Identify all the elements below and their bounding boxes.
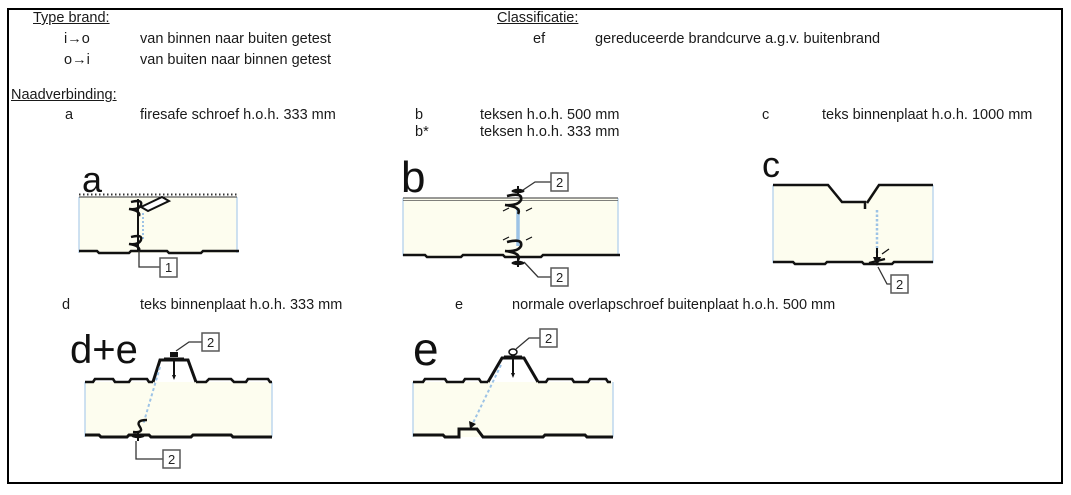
callout-label: 1	[165, 260, 172, 275]
naad-desc-bstar: teksen h.o.h. 333 mm	[480, 124, 620, 140]
tek-screw-bottom-icon	[131, 418, 148, 441]
tek-screw-top-icon	[502, 186, 533, 215]
callout-label: 2	[168, 452, 175, 467]
top-sheet-edge-right	[538, 377, 611, 384]
naad-key-bstar: b*	[415, 124, 429, 140]
callout-2-top: 2	[201, 332, 220, 352]
leader-line	[138, 251, 160, 268]
callout-box	[550, 267, 569, 287]
callout-label: 2	[207, 335, 214, 350]
callout-label: 2	[545, 331, 552, 346]
panel-section	[402, 197, 620, 259]
type-brand-title: Type brand:	[33, 10, 110, 26]
callout-label: 2	[896, 277, 903, 292]
diagram-c-label: c	[762, 145, 780, 185]
top-sheet-edge-left	[413, 377, 488, 384]
leader-line	[175, 341, 202, 352]
leader-line	[877, 266, 891, 285]
overlap-screw-top-icon	[164, 352, 184, 380]
firesafe-screw-icon	[128, 234, 143, 252]
naad-key-c: c	[762, 107, 770, 123]
panel-section	[772, 183, 934, 266]
top-sheet-edge-right	[196, 377, 272, 384]
diagram-a: a 1	[78, 159, 239, 278]
naad-desc-c: teks binnenplaat h.o.h. 1000 mm	[822, 107, 1033, 123]
naad-key-a: a	[65, 107, 74, 123]
diagram-de-label: d+e	[70, 328, 138, 372]
type-brand-key-io: i→o	[64, 31, 90, 47]
classificatie-desc-ef: gereduceerde brandcurve a.g.v. buitenbra…	[595, 31, 881, 47]
naadverbinding-title: Naadverbinding:	[11, 87, 117, 103]
callout-label: 2	[556, 175, 563, 190]
callout-2-bottom: 2	[162, 449, 181, 469]
tek-screw-icon	[868, 248, 890, 266]
callout-2: 2	[890, 274, 909, 294]
leader-line	[523, 261, 551, 278]
diagram-e: e 2	[412, 325, 614, 439]
notch-left-edge	[773, 183, 867, 209]
callout-label: 2	[556, 270, 563, 285]
top-sheet-edge-left	[85, 377, 153, 384]
callout-box	[159, 257, 178, 278]
naad-desc-b: teksen h.o.h. 500 mm	[480, 107, 620, 123]
leader-line	[135, 441, 163, 460]
bottom-sheet-edge	[85, 433, 272, 439]
diagram-b: b 2	[401, 153, 620, 287]
callout-box	[890, 274, 909, 294]
diagram-c: c 2	[762, 145, 934, 294]
firesafe-screw-icon	[128, 199, 143, 217]
callout-2-top: 2	[539, 328, 558, 348]
classificatie-key-ef: ef	[533, 31, 546, 47]
type-brand-key-oi: o→i	[64, 52, 90, 68]
diagram-a-label: a	[82, 159, 103, 200]
callout-2-top: 2	[550, 172, 569, 192]
joint-line	[142, 366, 161, 426]
diagram-b-label: b	[401, 153, 425, 202]
joint-arrowhead	[469, 421, 476, 429]
naad-key-e: e	[455, 297, 464, 313]
naad-key-d: d	[62, 297, 71, 313]
tek-screw-bottom-icon	[502, 236, 533, 267]
panel-section	[84, 358, 273, 439]
callout-box	[539, 328, 558, 348]
diagram-de: d+e 2 2	[70, 328, 273, 469]
naad-desc-a: firesafe schroef h.o.h. 333 mm	[140, 107, 336, 123]
flashing-profile	[138, 195, 172, 213]
type-brand-desc-io: van binnen naar buiten getest	[140, 31, 332, 47]
naad-desc-d: teks binnenplaat h.o.h. 333 mm	[140, 297, 343, 313]
naad-key-b: b	[415, 107, 424, 123]
leader-line	[515, 337, 540, 350]
callout-box	[550, 172, 569, 192]
bottom-sheet-edge	[403, 253, 620, 259]
callout-box	[162, 449, 181, 469]
callout-1: 1	[159, 257, 178, 278]
naad-desc-e: normale overlapschroef buitenplaat h.o.h…	[512, 297, 836, 313]
type-brand-desc-oi: van buiten naar binnen getest	[140, 52, 332, 68]
panel-section	[412, 356, 614, 439]
bottom-sheet-edge	[773, 260, 933, 266]
leader-line	[522, 181, 551, 191]
notch-right-edge	[865, 183, 933, 204]
bottom-sheet-edge	[79, 249, 239, 255]
callout-box	[201, 332, 220, 352]
overlap-screw-top-icon	[504, 348, 522, 378]
classificatie-title: Classificatie:	[497, 10, 579, 26]
callout-2-bottom: 2	[550, 267, 569, 287]
diagram-e-label: e	[413, 325, 439, 375]
bottom-sheet-edge	[413, 427, 613, 439]
